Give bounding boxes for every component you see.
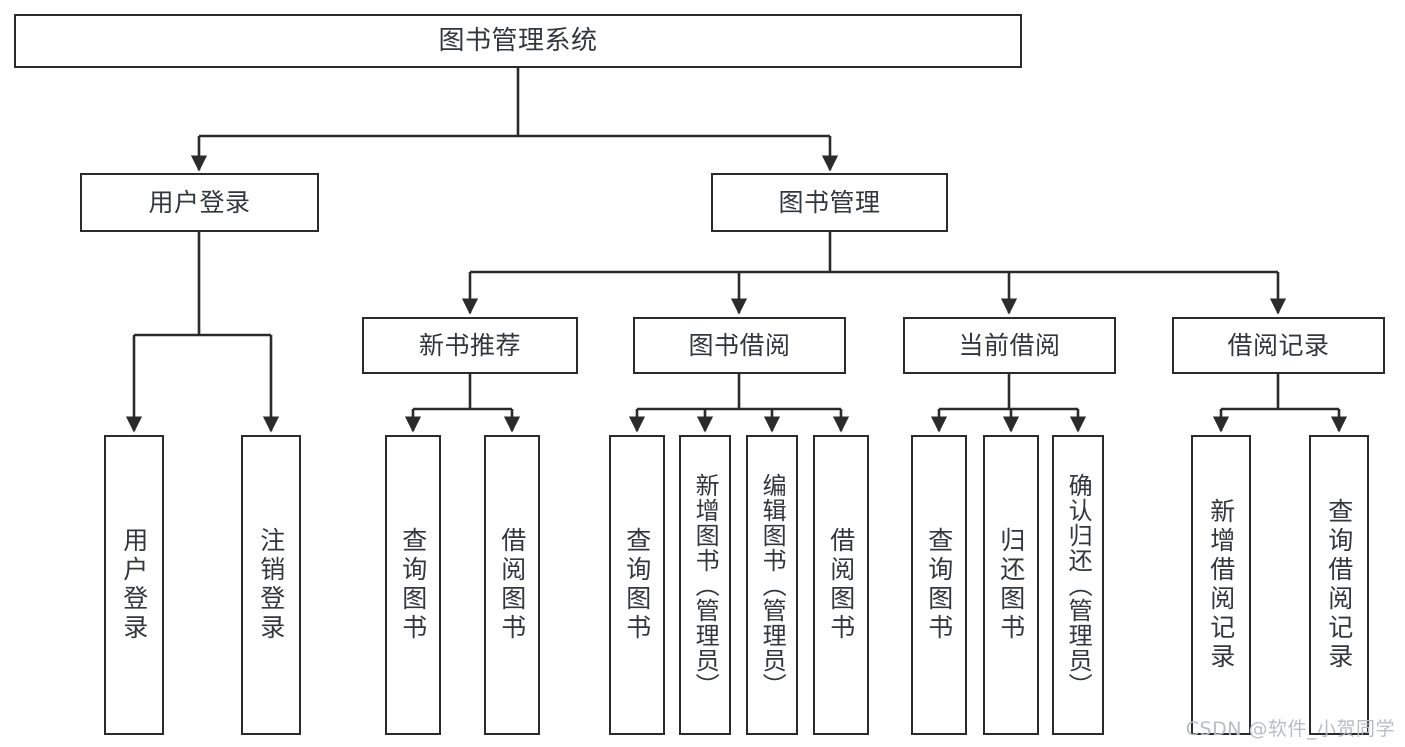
leaf-borrow-book[interactable]: 借阅图书 <box>813 435 869 735</box>
leaf-return-book[interactable]: 归还图书 <box>983 435 1039 735</box>
node-book-borrow[interactable]: 图书借阅 <box>633 317 846 374</box>
leaf-query-borrow-record[interactable]: 查询借阅记录 <box>1309 435 1369 735</box>
node-book-admin[interactable]: 图书管理 <box>711 173 948 232</box>
leaf-user-logout[interactable]: 注销登录 <box>241 435 301 735</box>
node-user-login[interactable]: 用户登录 <box>80 173 319 232</box>
leaf-query-book-recommend[interactable]: 查询图书 <box>385 435 441 735</box>
leaf-add-book-admin[interactable]: 新增图书（管理员） <box>679 435 731 735</box>
leaf-confirm-return-admin[interactable]: 确认归还（管理员） <box>1052 435 1104 735</box>
csdn-watermark: CSDN @软件_小贺同学 <box>1185 718 1395 740</box>
node-borrow-record[interactable]: 借阅记录 <box>1172 317 1385 374</box>
leaf-query-book-current[interactable]: 查询图书 <box>911 435 967 735</box>
leaf-borrow-book-recommend[interactable]: 借阅图书 <box>484 435 540 735</box>
leaf-query-book-borrow[interactable]: 查询图书 <box>609 435 665 735</box>
node-new-book-recommend[interactable]: 新书推荐 <box>362 317 578 374</box>
node-root[interactable]: 图书管理系统 <box>14 14 1022 68</box>
node-current-borrow[interactable]: 当前借阅 <box>903 317 1116 374</box>
leaf-user-login[interactable]: 用户登录 <box>104 435 164 735</box>
leaf-edit-book-admin[interactable]: 编辑图书（管理员） <box>746 435 798 735</box>
leaf-add-borrow-record[interactable]: 新增借阅记录 <box>1191 435 1251 735</box>
